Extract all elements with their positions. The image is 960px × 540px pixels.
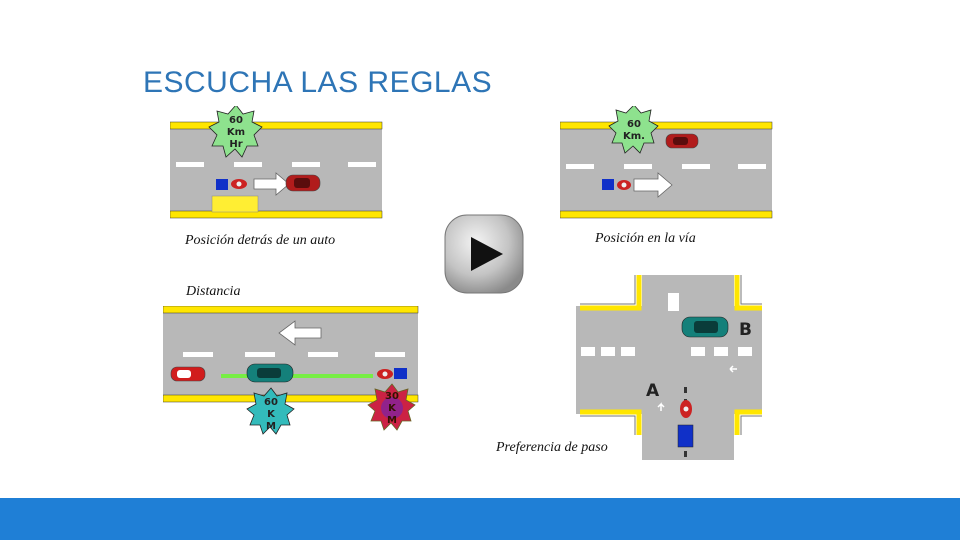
- play-icon: [471, 237, 503, 271]
- sign-text-3: Hr: [229, 139, 242, 150]
- lane-markings: [183, 352, 405, 357]
- panel-distance: 60 K M 30 K M: [163, 306, 419, 435]
- road-edges: [580, 275, 762, 435]
- highlight-zone: [211, 195, 259, 213]
- caption-distance: Distancia: [186, 284, 241, 299]
- road-surface: [560, 122, 772, 218]
- road-edge-top: [560, 121, 773, 130]
- motorcycle-icon: [377, 368, 407, 379]
- arrow-up-icon: [657, 402, 665, 411]
- lane-markings: [176, 162, 376, 167]
- slide-title: ESCUCHA LAS REGLAS: [143, 66, 493, 99]
- red-car-icon: [285, 174, 321, 192]
- arrow-right-icon: [633, 172, 673, 198]
- label-a: A: [646, 381, 660, 401]
- sign-text-2: Km: [227, 127, 245, 138]
- speed-sign-left: 60 K M: [246, 387, 295, 435]
- panel-intersection: B A: [576, 275, 762, 460]
- curb-lines: [580, 275, 762, 435]
- arrow-right-icon: [253, 172, 290, 196]
- panel-behind-car: 60 Km Hr: [170, 106, 383, 219]
- road-edge-bottom: [170, 210, 383, 219]
- road-surface: [170, 122, 382, 218]
- speed-sign: 60 Km.: [608, 106, 659, 154]
- road-edge-bottom: [560, 210, 773, 219]
- following-distance-line: [221, 374, 373, 378]
- road-edge-top: [163, 306, 419, 314]
- teal-car-icon: [246, 363, 294, 383]
- red-car-icon: [170, 366, 206, 382]
- sign-text-1: 60: [627, 119, 641, 130]
- play-button[interactable]: [443, 213, 525, 295]
- road-edge-top: [170, 121, 383, 130]
- lane-markings: [566, 164, 766, 169]
- sign-text-3: M: [266, 421, 276, 432]
- speed-sign-right: 30 K M: [367, 383, 416, 431]
- sign-text-2: Km.: [623, 131, 645, 142]
- caption-road-position: Posición en la vía: [595, 231, 696, 246]
- sign-text-2: K: [388, 403, 397, 414]
- motorcycle-icon: [216, 179, 247, 190]
- arrow-left-icon: [278, 320, 322, 346]
- motorcycle-icon: [602, 179, 631, 190]
- label-b: B: [739, 320, 752, 340]
- speed-sign: 60 Km Hr: [208, 106, 263, 158]
- sign-text-3: M: [387, 415, 397, 426]
- road-edge-bottom: [163, 394, 419, 403]
- sign-text-1: 60: [229, 115, 243, 126]
- teal-car-icon: [681, 316, 729, 338]
- bottom-bar: [0, 498, 960, 540]
- caption-right-of-way: Preferencia de paso: [496, 440, 608, 455]
- panel-road-position: 60 Km.: [560, 106, 773, 219]
- caption-behind-car: Posición detrás de un auto: [185, 233, 336, 248]
- sign-text-1: 60: [264, 397, 278, 408]
- arrow-left-icon: [729, 365, 737, 373]
- sign-text-2: K: [267, 409, 276, 420]
- lane-markings: [581, 293, 752, 356]
- red-car-icon: [665, 133, 699, 149]
- sign-text-1: 30: [385, 391, 399, 402]
- motorcycle-icon: [677, 400, 694, 448]
